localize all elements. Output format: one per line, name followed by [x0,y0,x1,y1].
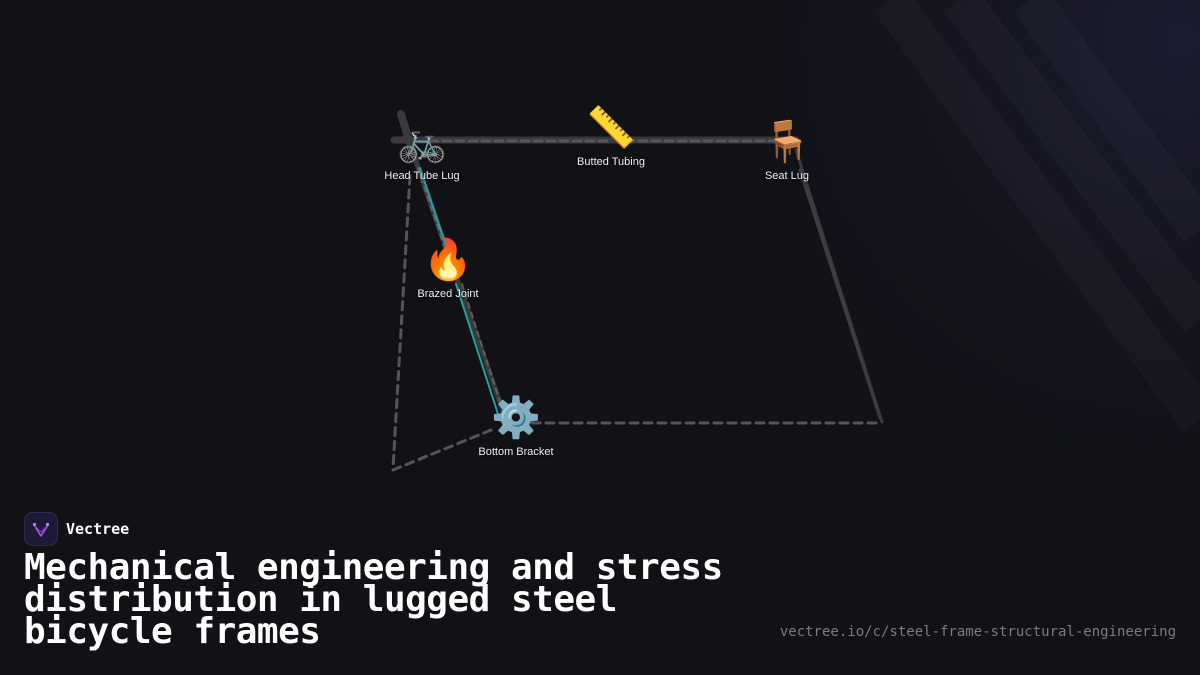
gear-icon: ⚙️ [491,395,541,441]
node-label: Brazed Joint [417,288,479,300]
node-brazed-joint[interactable]: 🔥 Brazed Joint [417,238,478,300]
frame-dashed-guides [391,174,882,472]
node-label: Seat Lug [764,170,810,182]
ruler-icon: 📏 [586,105,636,151]
page-title: Mechanical engineering and stress distri… [24,547,723,652]
bicycle-icon: 🚲 [397,119,447,165]
graph-edges [417,139,882,420]
fire-icon: 🔥 [423,237,473,283]
brand-name: Vectree [66,520,130,538]
edge-seat-lug-to-bottom-bracket [798,168,882,420]
node-label: Butted Tubing [577,156,645,168]
edge-head-tube-lug-to-brazed-joint-dash [417,167,447,253]
node-butted-tubing[interactable]: 📏 Butted Tubing [577,106,645,168]
edge-brazed-joint-to-bottom-bracket [455,283,499,415]
node-bottom-bracket[interactable]: ⚙️ Bottom Bracket [478,396,553,458]
guide-chainstay [391,426,498,472]
frame-head-tube [397,110,416,154]
vectree-logo-icon [24,512,58,546]
chair-icon: 🪑 [762,119,812,165]
brand[interactable]: Vectree [24,512,129,546]
page-url[interactable]: vectree.io/c/steel-frame-structural-engi… [779,624,1176,640]
node-seat-lug[interactable]: 🪑 Seat Lug [762,120,812,182]
edge-brazed-joint-to-bottom-bracket-dash [461,283,501,403]
node-label: Bottom Bracket [478,446,554,458]
edge-head-tube-lug-to-brazed-joint [419,167,449,253]
node-head-tube-lug[interactable]: 🚲 Head Tube Lug [384,120,459,182]
guide-fork [391,174,412,470]
node-label: Head Tube Lug [384,170,460,182]
